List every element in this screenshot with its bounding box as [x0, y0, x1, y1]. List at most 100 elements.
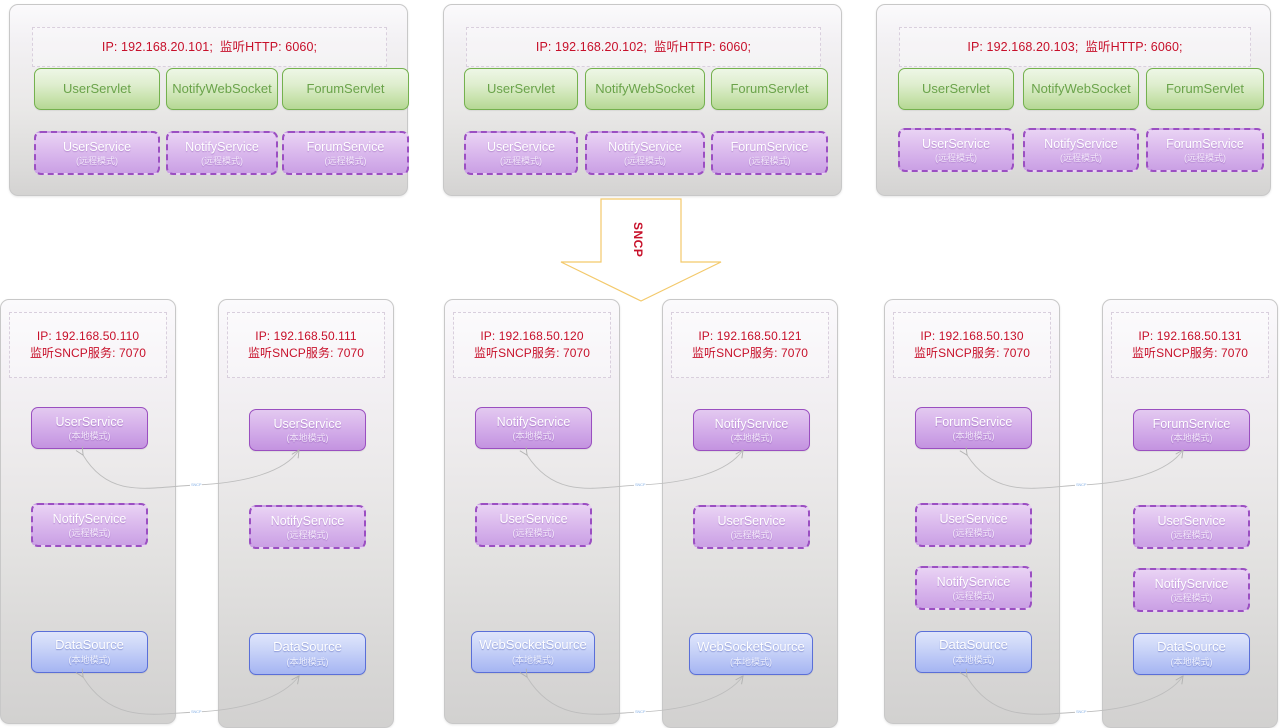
service-host-6-ip: IP: 192.168.50.131	[1138, 328, 1242, 343]
sncp-protocol-label: SNCP	[631, 222, 645, 258]
node-title: UserService	[921, 136, 991, 151]
service-host-6-node-3[interactable]: NotifyService (远程模式)	[1133, 568, 1250, 612]
node-title: NotifyWebSocket	[1031, 80, 1131, 96]
service-host-2-ip-box: IP: 192.168.50.111 监听SNCP服务: 7070	[227, 312, 385, 378]
web-host-3-ip-box: IP: 192.168.20.103; 监听HTTP: 6060;	[899, 27, 1251, 67]
node-title: DataSource	[55, 637, 124, 653]
node-title: WebSocketSource	[697, 639, 805, 655]
node-title: UserService	[55, 414, 124, 429]
node-mode: (远程模式)	[748, 156, 791, 167]
web-host-3-servlet-1[interactable]: UserServlet	[898, 68, 1014, 110]
node-title: UserService	[717, 513, 786, 528]
web-host-1-servlet-1[interactable]: UserServlet	[34, 68, 160, 110]
web-host-2-service-2[interactable]: NotifyService (远程模式)	[585, 131, 705, 175]
node-title: UserServlet	[63, 80, 131, 96]
web-host-3-servlet-3[interactable]: ForumServlet	[1146, 68, 1264, 110]
node-mode: (远程模式)	[68, 528, 111, 539]
service-host-5-node-1[interactable]: ForumService (本地模式)	[915, 407, 1032, 449]
service-host-5-node-2[interactable]: UserService (远程模式)	[915, 503, 1032, 547]
service-host-6-node-1[interactable]: ForumService (本地模式)	[1133, 409, 1250, 451]
service-host-3-port: 监听SNCP服务: 7070	[473, 346, 591, 360]
service-host-3-ip: IP: 192.168.50.120	[480, 328, 584, 343]
node-mode: (远程模式)	[952, 591, 995, 602]
node-mode: (本地模式)	[1170, 657, 1213, 668]
service-host-4-node-2[interactable]: UserService (远程模式)	[693, 505, 810, 549]
service-host-3-ip-box: IP: 192.168.50.120 监听SNCP服务: 7070	[453, 312, 611, 378]
node-title: NotifyService	[52, 511, 127, 526]
service-host-1-node-3[interactable]: DataSource (本地模式)	[31, 631, 148, 673]
node-mode: (远程模式)	[201, 156, 243, 167]
node-mode: (远程模式)	[324, 156, 367, 167]
node-title: DataSource	[273, 639, 342, 655]
web-host-3-service-2[interactable]: NotifyService (远程模式)	[1023, 128, 1139, 172]
web-host-1-servlet-2[interactable]: NotifyWebSocket	[166, 68, 278, 110]
node-mode: (本地模式)	[286, 433, 329, 444]
service-host-6-port: 监听SNCP服务: 7070	[1131, 346, 1249, 360]
service-host-5-ip: IP: 192.168.50.130	[920, 328, 1024, 343]
service-host-6-node-2[interactable]: UserService (远程模式)	[1133, 505, 1250, 549]
service-host-4-ip: IP: 192.168.50.121	[698, 328, 802, 343]
service-host-5-ip-box: IP: 192.168.50.130 监听SNCP服务: 7070	[893, 312, 1051, 378]
node-mode: (远程模式)	[1170, 593, 1213, 604]
service-host-4-node-3[interactable]: WebSocketSource (本地模式)	[689, 633, 813, 675]
node-title: UserServlet	[487, 80, 555, 96]
node-title: DataSource	[939, 637, 1008, 653]
node-mode: (本地模式)	[952, 655, 995, 666]
service-host-1-node-2[interactable]: NotifyService (远程模式)	[31, 503, 148, 547]
web-host-3-port: 监听HTTP: 6060;	[1085, 39, 1183, 54]
node-title: NotifyService	[1154, 576, 1229, 591]
node-title: UserService	[1157, 513, 1226, 528]
web-host-panel-1: IP: 192.168.20.101; 监听HTTP: 6060; UserSe…	[9, 4, 409, 196]
service-host-5-node-3[interactable]: NotifyService (远程模式)	[915, 566, 1032, 610]
service-host-2-ip: IP: 192.168.50.111	[255, 328, 357, 343]
service-host-5-node-4[interactable]: DataSource (本地模式)	[915, 631, 1032, 673]
service-host-3-node-3[interactable]: WebSocketSource (本地模式)	[471, 631, 595, 673]
web-host-1-servlet-3[interactable]: ForumServlet	[282, 68, 409, 110]
web-host-2-service-1[interactable]: UserService (远程模式)	[464, 131, 578, 175]
service-host-3-node-2[interactable]: UserService (远程模式)	[475, 503, 592, 547]
service-host-2-node-2[interactable]: NotifyService (远程模式)	[249, 505, 366, 549]
connector-label-6: SNCP	[1075, 709, 1088, 715]
node-title: NotifyService	[270, 513, 345, 528]
node-title: ForumService	[1152, 416, 1231, 431]
web-host-3-service-1[interactable]: UserService (远程模式)	[898, 128, 1014, 172]
service-host-2-node-3[interactable]: DataSource (本地模式)	[249, 633, 366, 675]
web-host-2-servlet-3[interactable]: ForumServlet	[711, 68, 828, 110]
web-host-2-servlet-1[interactable]: UserServlet	[464, 68, 578, 110]
service-host-4-node-1[interactable]: NotifyService (本地模式)	[693, 409, 810, 451]
service-host-4-ip-box: IP: 192.168.50.121 监听SNCP服务: 7070	[671, 312, 829, 378]
node-title: NotifyWebSocket	[595, 80, 695, 96]
node-mode: (本地模式)	[512, 431, 555, 442]
web-host-2-service-3[interactable]: ForumService (远程模式)	[711, 131, 828, 175]
web-host-2-servlet-2[interactable]: NotifyWebSocket	[585, 68, 705, 110]
connector-label-4: SNCP	[634, 709, 647, 715]
connector-label-2: SNCP	[190, 709, 203, 715]
web-host-1-service-3[interactable]: ForumService (远程模式)	[282, 131, 409, 175]
web-host-3-servlet-2[interactable]: NotifyWebSocket	[1023, 68, 1139, 110]
node-mode: (本地模式)	[68, 431, 111, 442]
node-title: ForumServlet	[306, 80, 385, 96]
service-host-5-port: 监听SNCP服务: 7070	[913, 346, 1031, 360]
web-host-1-ip-box: IP: 192.168.20.101; 监听HTTP: 6060;	[32, 27, 387, 67]
node-title: ForumServlet	[730, 80, 809, 96]
connector-label-5: SNCP	[1075, 482, 1088, 488]
node-mode: (远程模式)	[1060, 153, 1102, 164]
service-host-panel-5: IP: 192.168.50.130 监听SNCP服务: 7070 ForumS…	[884, 299, 1060, 724]
web-host-3-service-3[interactable]: ForumService (远程模式)	[1146, 128, 1264, 172]
service-host-1-port: 监听SNCP服务: 7070	[29, 346, 147, 360]
node-mode: (远程模式)	[952, 528, 995, 539]
service-host-2-port: 监听SNCP服务: 7070	[247, 346, 365, 360]
node-title: NotifyService	[714, 416, 789, 431]
node-mode: (远程模式)	[624, 156, 666, 167]
web-host-2-port: 监听HTTP: 6060;	[653, 39, 752, 54]
web-host-1-service-1[interactable]: UserService (远程模式)	[34, 131, 160, 175]
node-title: UserService	[499, 511, 568, 526]
service-host-6-node-4[interactable]: DataSource (本地模式)	[1133, 633, 1250, 675]
service-host-3-node-1[interactable]: NotifyService (本地模式)	[475, 407, 592, 449]
service-host-2-node-1[interactable]: UserService (本地模式)	[249, 409, 366, 451]
web-host-panel-3: IP: 192.168.20.103; 监听HTTP: 6060; UserSe…	[876, 4, 1271, 196]
service-host-1-node-1[interactable]: UserService (本地模式)	[31, 407, 148, 449]
web-host-panel-2: IP: 192.168.20.102; 监听HTTP: 6060; UserSe…	[443, 4, 842, 196]
web-host-1-service-2[interactable]: NotifyService (远程模式)	[166, 131, 278, 175]
